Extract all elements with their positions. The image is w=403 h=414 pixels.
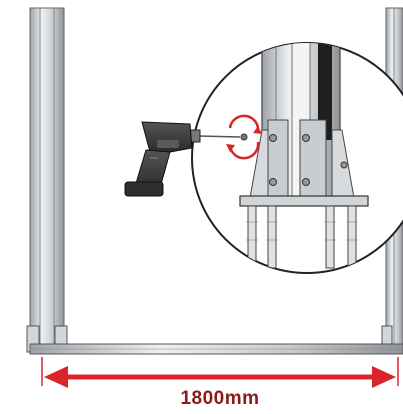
- dimension-arrow: [41, 357, 399, 388]
- detail-zoom-circle: [191, 42, 403, 274]
- dimension-label: 1800mm: [180, 388, 260, 409]
- rotation-arrows-icon: [226, 114, 262, 160]
- power-drill-icon: [124, 121, 241, 197]
- left-post: [26, 7, 68, 353]
- base-rail: [29, 343, 403, 355]
